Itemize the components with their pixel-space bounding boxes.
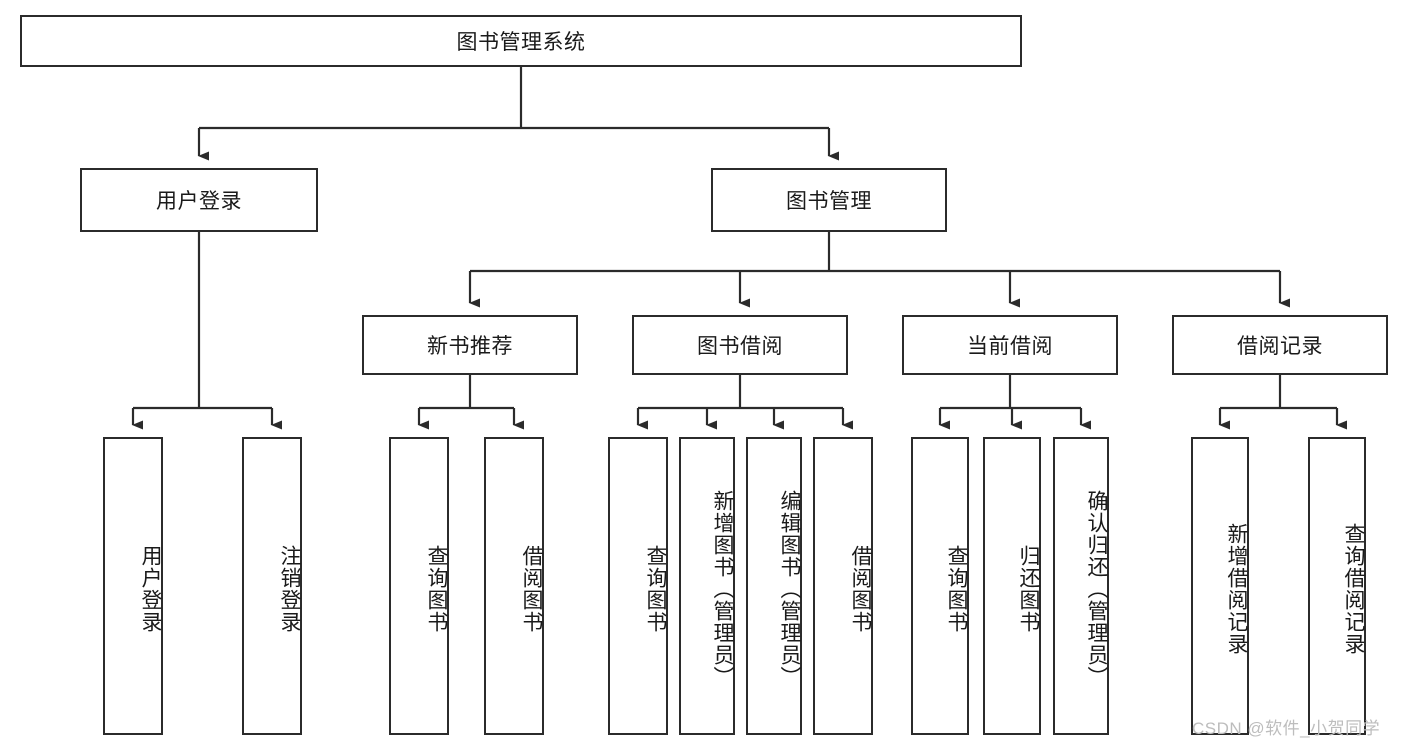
leaf-borrow-book-recommend[interactable]: 借阅图书	[484, 437, 544, 735]
leaf-confirm-return-admin[interactable]: 确认归还（管理员）	[1053, 437, 1109, 735]
node-root[interactable]: 图书管理系统	[20, 15, 1022, 67]
leaf-add-borrow-record-label: 新增借阅记录	[1225, 523, 1248, 655]
leaf-add-book-admin-label: 新增图书（管理员）	[711, 490, 734, 688]
node-new-book-recommend[interactable]: 新书推荐	[362, 315, 578, 375]
leaf-query-borrow-record[interactable]: 查询借阅记录	[1308, 437, 1366, 735]
node-book-management[interactable]: 图书管理	[711, 168, 947, 232]
leaf-query-book-current[interactable]: 查询图书	[911, 437, 969, 735]
node-book-management-label: 图书管理	[786, 190, 872, 213]
csdn-watermark: CSDN @软件_小贺同学	[1192, 719, 1381, 738]
node-borrow-record[interactable]: 借阅记录	[1172, 315, 1388, 375]
node-user-login-label: 用户登录	[156, 190, 242, 213]
node-book-borrow-label: 图书借阅	[697, 335, 783, 358]
node-current-borrow[interactable]: 当前借阅	[902, 315, 1118, 375]
node-book-borrow[interactable]: 图书借阅	[632, 315, 848, 375]
node-user-login[interactable]: 用户登录	[80, 168, 318, 232]
leaf-add-borrow-record[interactable]: 新增借阅记录	[1191, 437, 1249, 735]
leaf-borrow-book-label: 借阅图书	[849, 545, 872, 633]
node-current-borrow-label: 当前借阅	[967, 335, 1053, 358]
leaf-user-login-label: 用户登录	[139, 545, 162, 633]
leaf-edit-book-admin-label: 编辑图书（管理员）	[778, 490, 801, 688]
leaf-return-book-label: 归还图书	[1017, 545, 1040, 633]
leaf-query-book-recommend[interactable]: 查询图书	[389, 437, 449, 735]
leaf-query-book-current-label: 查询图书	[945, 545, 968, 633]
leaf-query-book-recommend-label: 查询图书	[425, 545, 448, 633]
leaf-edit-book-admin[interactable]: 编辑图书（管理员）	[746, 437, 802, 735]
leaf-borrow-book[interactable]: 借阅图书	[813, 437, 873, 735]
leaf-confirm-return-admin-label: 确认归还（管理员）	[1085, 490, 1108, 688]
leaf-borrow-book-recommend-label: 借阅图书	[520, 545, 543, 633]
leaf-user-login[interactable]: 用户登录	[103, 437, 163, 735]
leaf-query-book-borrow[interactable]: 查询图书	[608, 437, 668, 735]
node-new-book-recommend-label: 新书推荐	[427, 335, 513, 358]
leaf-query-borrow-record-label: 查询借阅记录	[1342, 523, 1365, 655]
leaf-logout-label: 注销登录	[278, 545, 301, 633]
leaf-logout[interactable]: 注销登录	[242, 437, 302, 735]
leaf-query-book-borrow-label: 查询图书	[644, 545, 667, 633]
leaf-add-book-admin[interactable]: 新增图书（管理员）	[679, 437, 735, 735]
node-borrow-record-label: 借阅记录	[1237, 335, 1323, 358]
node-root-label: 图书管理系统	[456, 31, 586, 54]
leaf-return-book[interactable]: 归还图书	[983, 437, 1041, 735]
